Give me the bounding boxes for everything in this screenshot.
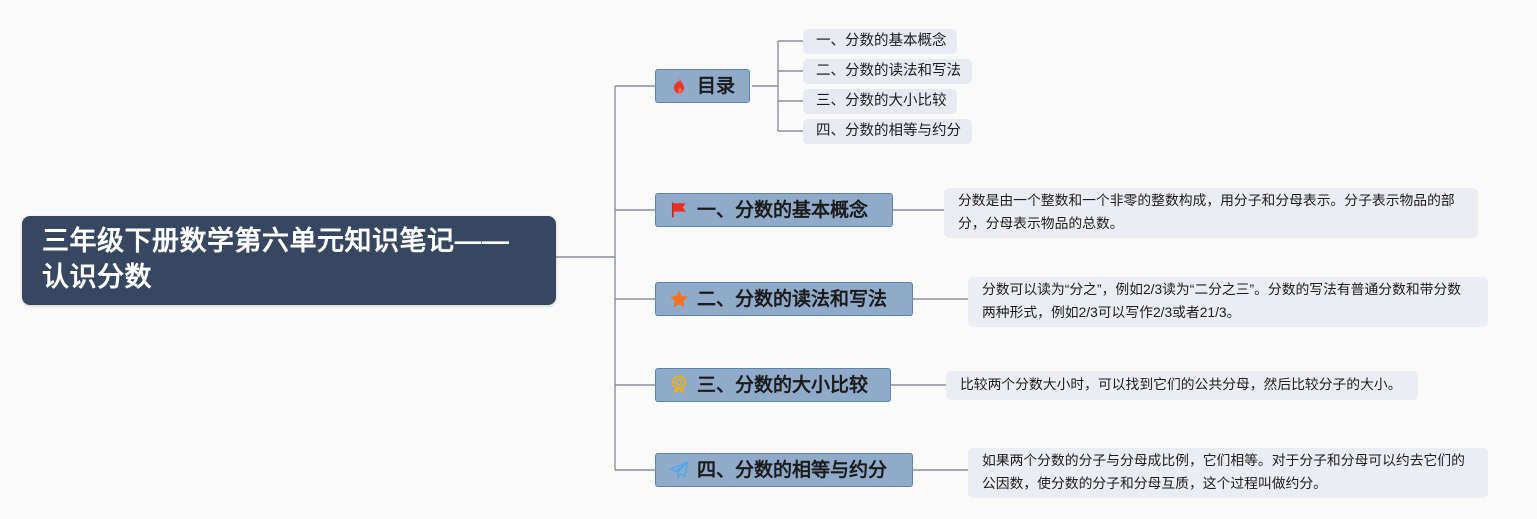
description-box-1: 分数是由一个整数和一个非零的整数构成，用分子和分母表示。分子表示物品的部分，分母… bbox=[944, 188, 1478, 238]
orange-star-icon bbox=[670, 290, 688, 308]
toc-item-1[interactable]: 一、分数的基本概念 bbox=[803, 29, 957, 54]
paper-plane-icon bbox=[669, 461, 689, 478]
description-text: 比较两个分数大小时，可以找到它们的公共分母，然后比较分子的大小。 bbox=[960, 376, 1402, 392]
gold-medal-icon bbox=[671, 375, 687, 394]
description-text: 如果两个分数的分子与分母成比例，它们相等。对于分子和分母可以约去它们的公因数，使… bbox=[982, 453, 1465, 491]
branch-label: 目录 bbox=[697, 75, 736, 97]
red-flag-icon bbox=[671, 202, 686, 218]
toc-item-4[interactable]: 四、分数的相等与约分 bbox=[803, 119, 972, 144]
branch-node-1[interactable]: 一、分数的基本概念 bbox=[655, 193, 893, 227]
description-box-3: 比较两个分数大小时，可以找到它们的公共分母，然后比较分子的大小。 bbox=[946, 371, 1418, 400]
toc-item-label: 一、分数的基本概念 bbox=[816, 33, 947, 50]
branch-node-4[interactable]: 四、分数的相等与约分 bbox=[655, 453, 913, 487]
branch-node-3[interactable]: 三、分数的大小比较 bbox=[655, 368, 891, 402]
branch-label: 一、分数的基本概念 bbox=[697, 199, 869, 221]
branch-node-2[interactable]: 二、分数的读法和写法 bbox=[655, 282, 913, 316]
branch-label: 三、分数的大小比较 bbox=[697, 374, 869, 396]
fire-icon bbox=[673, 76, 685, 94]
description-box-4: 如果两个分数的分子与分母成比例，它们相等。对于分子和分母可以约去它们的公因数，使… bbox=[968, 448, 1488, 498]
branch-label: 四、分数的相等与约分 bbox=[697, 459, 888, 481]
branch-node-toc[interactable]: 目录 bbox=[655, 69, 751, 103]
root-title: 三年级下册数学第六单元知识笔记——认识分数 bbox=[42, 226, 510, 292]
toc-item-label: 二、分数的读法和写法 bbox=[816, 63, 961, 80]
toc-item-label: 三、分数的大小比较 bbox=[816, 93, 947, 110]
description-text: 分数可以读为“分之”，例如2/3读为“二分之三”。分数的写法有普通分数和带分数两… bbox=[982, 282, 1462, 320]
root-node[interactable]: 三年级下册数学第六单元知识笔记——认识分数 bbox=[22, 216, 556, 306]
toc-item-2[interactable]: 二、分数的读法和写法 bbox=[803, 59, 972, 84]
toc-item-3[interactable]: 三、分数的大小比较 bbox=[803, 89, 957, 114]
toc-item-label: 四、分数的相等与约分 bbox=[816, 123, 961, 140]
description-text: 分数是由一个整数和一个非零的整数构成，用分子和分母表示。分子表示物品的部分，分母… bbox=[958, 193, 1455, 231]
description-box-2: 分数可以读为“分之”，例如2/3读为“二分之三”。分数的写法有普通分数和带分数两… bbox=[968, 277, 1488, 327]
branch-label: 二、分数的读法和写法 bbox=[697, 288, 888, 310]
